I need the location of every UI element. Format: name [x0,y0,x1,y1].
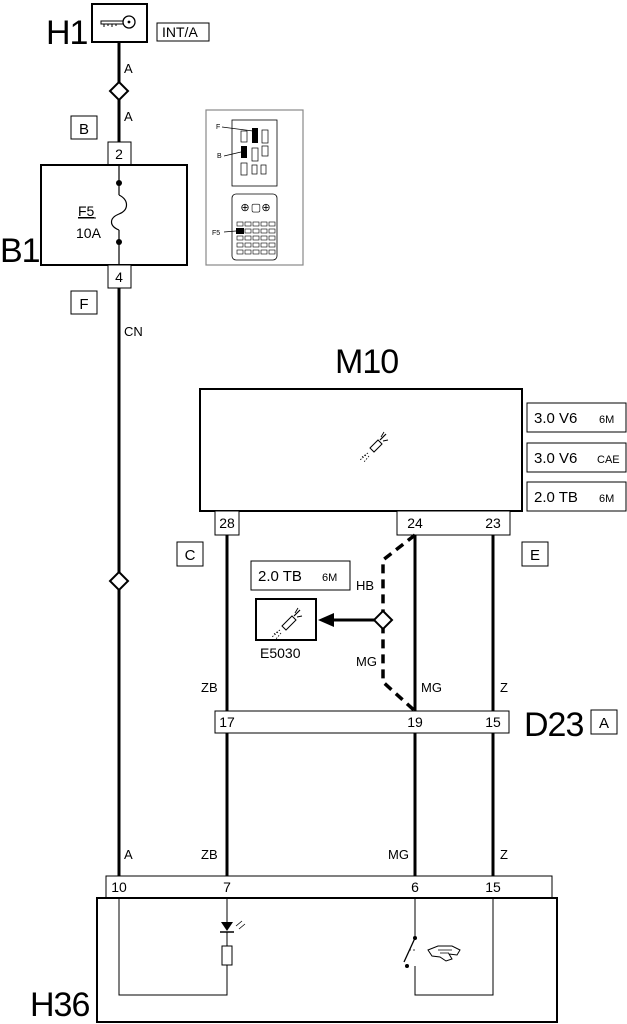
h1-tag-box [156,22,210,42]
h36-pin-6: 6 [411,879,419,895]
wire-code-a: A [124,61,133,76]
connector-letter-f-box [70,290,98,315]
d23-pin-17: 17 [219,714,235,730]
h1-box [91,3,148,43]
m10-pin-24: 24 [407,515,423,531]
m10-pin-23: 23 [485,515,501,531]
splice-diamond-branch [372,609,394,631]
b1-box [40,164,188,266]
wire-code-hb: HB [356,578,374,593]
connector-letter-f: F [79,296,88,313]
fuse-rating: 10A [76,225,102,241]
h36-pin-10: 10 [111,879,127,895]
wire-code-z-upper: Z [500,680,508,695]
wire-code-cn: CN [124,324,143,339]
variant-1-gearbox: 6M [599,414,614,426]
d23-label: D23 [524,706,583,744]
e5030-box [255,598,317,641]
connector-letter-b-box [70,115,98,140]
d23-pin-15: 15 [485,714,501,730]
washer-spray-icon [359,431,389,463]
h36-label: H36 [30,986,89,1024]
svg-text:⊕: ⊕ [240,202,249,214]
wire-code-mg-lower: MG [388,847,409,862]
h1-label: H1 [46,14,88,52]
h36-pin-15: 15 [485,879,501,895]
resistor-icon [221,945,233,966]
variant-1-engine: 3.0 V6 [534,410,577,427]
e5030-label: E5030 [260,645,301,661]
m10-box [199,388,523,512]
fusebox-location-inset: F B ⊕ ▢ ⊕ F5 [205,109,304,266]
fuse-symbol [110,165,128,265]
switch-icon [403,936,417,968]
d23-tag: A [599,715,609,732]
inset-label-b: B [217,153,222,160]
connector-letter-e-box [521,541,549,567]
wire-code-zb-upper: ZB [201,680,218,695]
connector-letter-e: E [530,547,540,564]
m10-pin-28: 28 [219,515,235,531]
h36-box [96,897,558,1023]
key-icon [100,15,136,29]
washer-spray-icon [271,607,303,640]
m10-label: M10 [335,343,398,381]
svg-text:▢: ▢ [251,202,261,214]
variant-2-gearbox: CAE [597,454,620,466]
variant-3-box [526,481,627,512]
connector-letter-b: B [79,121,89,138]
optional-dashed-branch [381,533,417,713]
inset-label-f5: F5 [212,230,220,237]
variant-1-box [526,402,627,433]
m10-pin-strip [396,510,511,536]
variant-3-engine: 2.0 TB [534,489,578,506]
b1-pin-4: 4 [115,269,123,285]
variant-3-gearbox: 6M [599,493,614,505]
e5030-condition-engine: 2.0 TB [258,568,302,585]
splice-diamond-top [108,80,130,102]
variant-2-box [526,442,627,473]
connector-letter-c: C [185,547,196,564]
m10-pin-28-box [214,510,240,536]
d23-connector-strip [214,710,510,734]
connector-letter-c-box [176,541,204,567]
variant-2-engine: 3.0 V6 [534,450,577,467]
wire-code-a-upper: A [124,109,133,124]
b1-label: B1 [0,232,40,270]
wire-code-z-lower: Z [500,847,508,862]
inset-label-f: F [216,124,220,131]
wire-code-a-lower: A [124,847,133,862]
fuse-f5: F5 [78,203,95,219]
wire-code-zb-lower: ZB [201,847,218,862]
e5030-condition-gearbox: 6M [322,572,337,584]
wire-code-mg-branch: MG [356,654,377,669]
arrow-to-e5030 [318,613,334,627]
svg-text:⊕: ⊕ [261,202,270,214]
splice-diamond-mid [108,570,130,592]
wire-code-mg-upper: MG [421,680,442,695]
e5030-condition-box [250,560,351,591]
led-icon [220,920,246,933]
b1-pin-2: 2 [115,146,123,162]
d23-tag-box [590,709,618,735]
h1-tag: INT/A [162,24,198,40]
h36-pin-7: 7 [223,879,231,895]
hand-icon [427,945,461,962]
d23-pin-19: 19 [407,714,423,730]
